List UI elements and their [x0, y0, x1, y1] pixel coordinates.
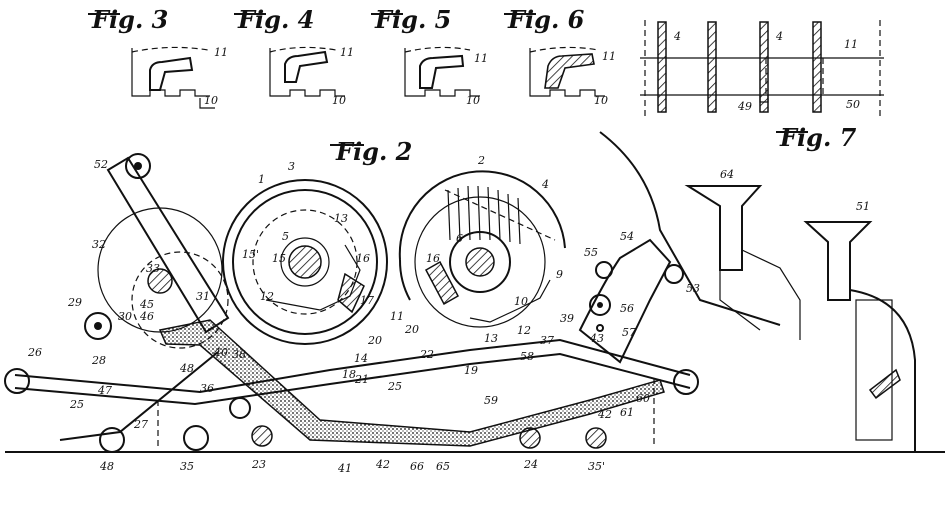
fig5-label-11: 11 — [474, 52, 488, 65]
fig5-detail: 11 10 — [404, 46, 488, 107]
ref-51: 51 — [856, 200, 870, 213]
ref-48a: 48 — [179, 362, 194, 375]
ref-66: 66 — [410, 460, 424, 473]
fig4-title: Fig. 4 — [237, 5, 314, 34]
ref-39: 39 — [560, 312, 574, 325]
ref-38: 38 — [232, 348, 246, 361]
ref-43: 43 — [589, 332, 604, 345]
fig4-detail: 11 10 — [269, 46, 354, 107]
ref-20a: 20 — [367, 334, 382, 347]
ref-10: 10 — [514, 295, 528, 308]
ref-25a: 25 — [69, 398, 84, 411]
reference-numbers: 1 2 3 4 5 6 9 10 11 12 12 13 13 14 15 15… — [27, 154, 870, 475]
ref-22: 22 — [419, 348, 434, 361]
ref-47: 47 — [97, 384, 112, 397]
fig6-title: Fig. 6 — [507, 5, 585, 34]
fig7-label-49: 49 — [737, 100, 752, 113]
ref-20b: 20 — [404, 323, 419, 336]
ref-32: 32 — [92, 238, 106, 251]
ref-12a: 12 — [260, 290, 274, 303]
ref-24: 24 — [523, 458, 538, 471]
fig7-detail: 4 4 11 49 50 Fig. 7 — [640, 20, 884, 152]
ref-41: 41 — [337, 462, 352, 475]
ref-19: 19 — [464, 364, 478, 377]
ref-61: 61 — [620, 406, 634, 419]
fig7-label-50: 50 — [846, 98, 860, 111]
fig7-title: Fig. 7 — [779, 123, 857, 152]
ref-57: 57 — [622, 326, 636, 339]
ref-16a: 16 — [356, 252, 370, 265]
ref-60: 60 — [636, 392, 650, 405]
ref-21: 21 — [354, 373, 369, 386]
ref-13a: 13 — [334, 212, 348, 225]
fig4-label-10: 10 — [332, 94, 346, 107]
fig7-label-11: 11 — [844, 38, 858, 51]
comb-teeth — [447, 185, 521, 245]
ref-30: 30 — [118, 310, 132, 323]
fig3-label-10: 10 — [204, 94, 218, 107]
ref-56: 56 — [620, 302, 634, 315]
ref-1: 1 — [258, 173, 265, 186]
ref-3: 3 — [288, 160, 295, 173]
fig5-label-10: 10 — [466, 94, 480, 107]
ref-54: 54 — [620, 230, 634, 243]
ref-65: 65 — [436, 460, 450, 473]
ref-11: 11 — [390, 310, 404, 323]
ref-29: 29 — [67, 296, 82, 309]
ref-37: 37 — [540, 334, 554, 347]
ref-18: 18 — [342, 368, 356, 381]
ref-35-prime: 35' — [588, 460, 605, 473]
ref-58: 58 — [520, 350, 534, 363]
ref-5: 5 — [282, 230, 289, 243]
ref-15: 15 — [272, 252, 286, 265]
ref-64: 64 — [720, 168, 734, 181]
ref-26: 26 — [27, 346, 42, 359]
ref-12b: 12 — [517, 324, 531, 337]
fig6-detail: 11 10 — [529, 46, 616, 107]
ref-35: 35 — [180, 460, 194, 473]
fig7-label-4b: 4 — [775, 30, 783, 43]
ref-28: 28 — [91, 354, 106, 367]
ref-27: 27 — [133, 418, 148, 431]
ref-13b: 13 — [484, 332, 498, 345]
fig4-label-11: 11 — [340, 46, 354, 59]
ref-17: 17 — [360, 294, 374, 307]
ref-52: 52 — [94, 158, 108, 171]
ref-4: 4 — [541, 178, 549, 191]
ref-9: 9 — [556, 268, 563, 281]
ref-42a: 42 — [375, 458, 390, 471]
fig7-label-4a: 4 — [673, 30, 681, 43]
ref-36: 36 — [200, 382, 214, 395]
ref-15-prime: 15' — [242, 248, 259, 261]
fig5-title: Fig. 5 — [374, 5, 451, 34]
ref-59: 59 — [484, 394, 498, 407]
fig3-detail: 11 10 — [131, 46, 228, 109]
fig6-label-11: 11 — [602, 50, 616, 63]
ref-53: 53 — [686, 282, 700, 295]
ref-45: 45 — [139, 298, 154, 311]
ref-31: 31 — [196, 290, 210, 303]
fig2-title: Fig. 2 — [335, 137, 412, 166]
ref-46: 46 — [139, 310, 154, 323]
ref-23: 23 — [251, 458, 266, 471]
fig2-mechanism — [4, 131, 945, 453]
ref-16b: 16 — [426, 252, 440, 265]
ref-14: 14 — [354, 352, 368, 365]
fig6-label-10: 10 — [594, 94, 608, 107]
fig3-title: Fig. 3 — [91, 5, 168, 34]
ref-33: 33 — [146, 262, 160, 275]
fig3-label-11: 11 — [214, 46, 228, 59]
ref-42b: 42 — [597, 408, 612, 421]
ref-6: 6 — [456, 232, 463, 245]
ref-2: 2 — [477, 154, 485, 167]
ref-25b: 25 — [387, 380, 402, 393]
ref-40: 40 — [213, 346, 228, 359]
ref-48b: 48 — [99, 460, 114, 473]
ref-55: 55 — [584, 246, 598, 259]
